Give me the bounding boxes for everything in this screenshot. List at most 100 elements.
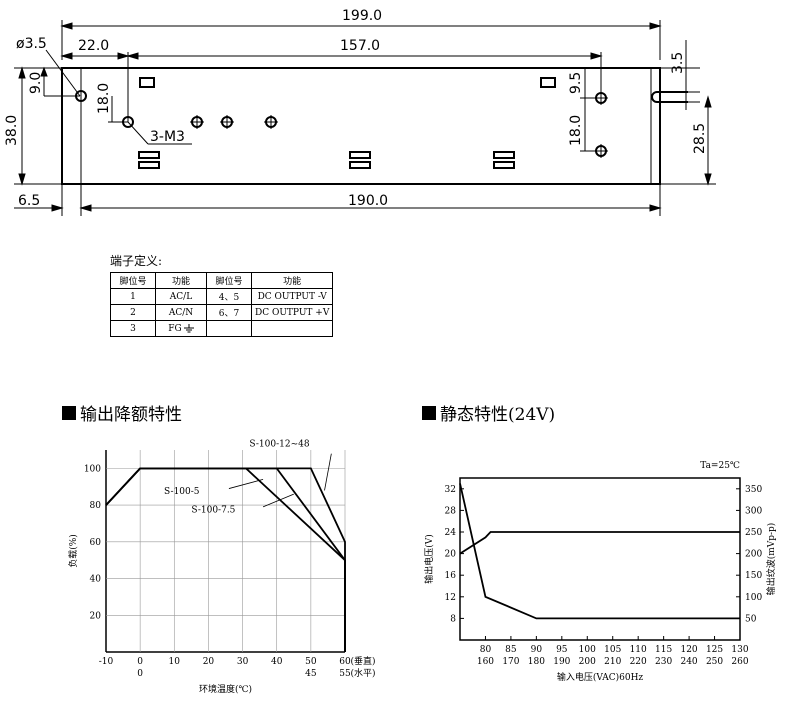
static-chart: 静态特性(24V) Ta=25℃812162024283250100150200…: [422, 405, 777, 683]
table-cell: [206, 320, 252, 337]
y-axis-label: 负载(%): [67, 534, 79, 568]
table-header: 脚位号: [110, 272, 156, 289]
x-tick-label: 60: [339, 657, 351, 667]
series-label: S-100-7.5: [191, 505, 235, 515]
x-tick-label: 20: [203, 657, 215, 667]
x-tick-label: 110: [630, 645, 647, 655]
dim-overall-length: 199.0: [342, 8, 382, 24]
x-tick-label-secondary: 240: [680, 657, 697, 667]
x-tick-label: 30: [237, 657, 249, 667]
table-row: 3 FG: [110, 320, 334, 337]
x-tick-label: 50: [305, 657, 317, 667]
y-left-tick-label: 32: [445, 485, 456, 495]
x-tick-label-secondary: 220: [630, 657, 647, 667]
dim-right-top: 9.5: [568, 72, 584, 94]
label-leader: [228, 478, 264, 489]
x-tick-label-secondary: 200: [579, 657, 596, 667]
static-title: 静态特性(24V): [440, 405, 555, 425]
dim-slot-height: 28.5: [692, 123, 708, 154]
dim-m3-top: 18.0: [96, 83, 112, 114]
x-tick-label: 80: [480, 645, 492, 655]
series-line: [105, 467, 346, 652]
x-tick-label-secondary: 0: [137, 669, 143, 679]
series-line: [459, 483, 740, 620]
y-right-tick-label: 200: [745, 550, 762, 560]
series-label: S-100-12~48: [249, 439, 309, 449]
table-cell: DC OUTPUT +V: [250, 304, 334, 321]
y-right-tick-label: 350: [745, 485, 762, 495]
dim-hole-top: 9.0: [28, 72, 44, 94]
table-cell: 6、7: [206, 304, 252, 321]
series-label: S-100-5: [164, 487, 200, 497]
dim-body-length: 190.0: [348, 193, 388, 209]
x-tick-label: 130: [731, 645, 748, 655]
y-tick-label: 40: [90, 575, 102, 585]
series-line: [105, 467, 346, 652]
x-tick-label: 85: [505, 645, 517, 655]
y-tick-label: 80: [90, 501, 102, 511]
y-tick-label: 60: [90, 538, 102, 548]
x-axis-label: 输入电压(VAC)60Hz: [557, 671, 644, 683]
dim-hole-span: 157.0: [340, 38, 380, 54]
table-header: 功能: [155, 272, 207, 289]
table-cell: DC OUTPUT -V: [250, 288, 334, 305]
table-cell: FG: [155, 320, 207, 337]
static-title-square: [422, 406, 436, 420]
axis-note: (垂直): [350, 655, 375, 667]
x-tick-label-secondary: 170: [502, 657, 519, 667]
y-right-tick-label: 50: [745, 614, 757, 624]
x-tick-label-secondary: 260: [731, 657, 748, 667]
label-leader: [262, 493, 294, 508]
y-right-tick-label: 100: [745, 593, 762, 603]
x-tick-label: -10: [99, 657, 114, 667]
dim-right-span: 18.0: [568, 115, 584, 146]
table-cell: [250, 320, 334, 337]
x-tick-label: 95: [556, 645, 568, 655]
y-left-tick-label: 16: [445, 571, 457, 581]
dim-slot-offset: 3.5: [670, 52, 686, 74]
y-left-axis-label: 输出电压(V): [423, 534, 435, 584]
label-leader: [324, 453, 332, 491]
x-tick-label-secondary: 55: [339, 669, 351, 679]
y-right-tick-label: 150: [745, 571, 762, 581]
table-cell: 1: [110, 288, 156, 305]
y-left-tick-label: 28: [445, 506, 457, 516]
x-tick-label: 100: [579, 645, 596, 655]
pin-table: 脚位号 功能 脚位号 功能 1 AC/L 4、5 DC OUTPUT -V 2 …: [110, 272, 334, 337]
case-outline: [61, 67, 661, 185]
x-tick-label: 125: [706, 645, 723, 655]
x-axis-label: 环境温度(℃): [199, 683, 252, 695]
table-cell: AC/N: [155, 304, 207, 321]
x-tick-label: 120: [680, 645, 697, 655]
x-tick-label: 115: [655, 645, 672, 655]
dim-height: 38.0: [4, 115, 20, 146]
x-tick-label-secondary: 250: [706, 657, 723, 667]
table-row: 1 AC/L 4、5 DC OUTPUT -V: [110, 288, 334, 305]
table-header: 功能: [250, 272, 334, 289]
x-tick-label-secondary: 190: [553, 657, 570, 667]
axis-note: (水平): [350, 667, 375, 679]
x-tick-label: 10: [169, 657, 181, 667]
table-header: 脚位号: [206, 272, 252, 289]
table-row: 脚位号 功能 脚位号 功能: [110, 272, 334, 289]
x-tick-label: 105: [604, 645, 621, 655]
y-right-tick-label: 300: [745, 506, 762, 516]
x-tick-label-secondary: 160: [477, 657, 494, 667]
table-cell: AC/L: [155, 288, 207, 305]
derating-title-square: [62, 406, 76, 420]
y-left-tick-label: 8: [450, 614, 456, 624]
fg-label: FG: [168, 323, 182, 334]
dim-hole-dia: ø3.5: [16, 36, 47, 52]
x-tick-label: 40: [271, 657, 283, 667]
table-cell: 2: [110, 304, 156, 321]
table-cell: 3: [110, 320, 156, 337]
y-left-tick-label: 20: [445, 550, 457, 560]
temperature-annotation: Ta=25℃: [700, 461, 740, 471]
plot-frame: [459, 477, 741, 641]
x-tick-label: 90: [531, 645, 543, 655]
x-tick-label-secondary: 45: [305, 669, 317, 679]
y-right-tick-label: 250: [745, 528, 762, 538]
derating-title: 输出降额特性: [80, 405, 182, 425]
y-left-tick-label: 24: [445, 528, 457, 538]
